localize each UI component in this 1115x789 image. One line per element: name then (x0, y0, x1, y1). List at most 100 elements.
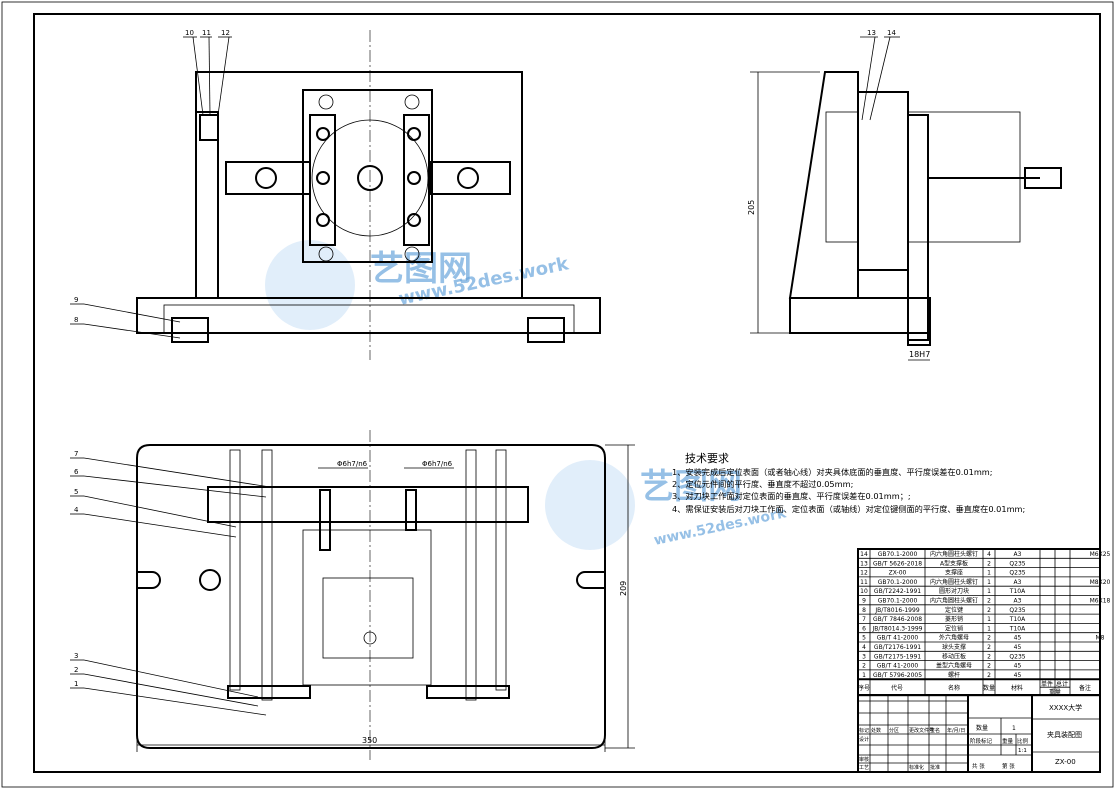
parts-cell: Q235 (1009, 560, 1025, 567)
parts-cell: 支撑座 (945, 569, 963, 577)
leader-2: 2 (74, 666, 78, 674)
leader-10: 10 (185, 29, 194, 37)
design-label: 设计 (859, 736, 869, 743)
leader-11: 11 (202, 29, 211, 37)
parts-cell: A3 (1014, 551, 1022, 558)
parts-cell: Q235 (1009, 570, 1025, 577)
parts-cell: 10 (860, 588, 868, 595)
parts-header-cell: 单件 (1041, 680, 1053, 688)
parts-cell: GB/T2176-1991 (874, 644, 921, 651)
leader-9: 9 (74, 296, 78, 304)
parts-cell: 菱形销 (945, 615, 963, 623)
stage-label: 阶段标记 (970, 737, 993, 745)
parts-cell: GB/T 5796-2005 (873, 672, 922, 679)
tech-req-title: 技术要求 (685, 452, 729, 465)
parts-cell: 14 (860, 551, 868, 558)
parts-cell: 4 (987, 551, 991, 558)
parts-cell: 3 (862, 653, 866, 660)
parts-cell: 2 (987, 672, 991, 679)
parts-cell: 2 (987, 560, 991, 567)
review-label: 审核 (859, 756, 869, 763)
scale-label: 比例 (1017, 737, 1029, 745)
parts-header-cell: 总计 (1056, 680, 1068, 688)
parts-cell: GB70.1-2000 (878, 579, 918, 586)
drawing-number: ZX-00 (1055, 758, 1076, 766)
parts-cell: T10A (1009, 625, 1026, 632)
leader-7: 7 (74, 450, 78, 458)
fit-annotation-2: Φ6h7/n6 (422, 460, 453, 468)
scale-value: 1:1 (1018, 748, 1027, 754)
leader-4: 4 (74, 506, 79, 514)
parts-cell: 螺杆 (948, 671, 960, 679)
parts-cell: 12 (860, 570, 868, 577)
parts-header-cell: 名称 (948, 684, 960, 692)
fit-annotation-1: Φ6h7/n6 (337, 460, 368, 468)
parts-cell: 2 (987, 607, 991, 614)
parts-cell: 外六角螺母 (939, 634, 969, 642)
approve-label: 批准 (930, 764, 940, 771)
parts-header-cell: 材料 (1011, 684, 1023, 692)
parts-cell: 2 (987, 663, 991, 670)
leader-8: 8 (74, 316, 78, 324)
parts-cell: Q235 (1009, 653, 1025, 660)
tech-req-item: 3、对刀块工作面对定位表面的垂直度、平行度误差在0.01mm；; (672, 491, 911, 501)
dim-18h7: 18H7 (909, 350, 930, 359)
tech-req-item: 4、需保证安装后对刀块工作面、定位表面（或轴线）对定位键侧面的平行度、垂直度在0… (672, 504, 1025, 514)
leader-13: 13 (867, 29, 876, 37)
parts-cell: 移动压板 (942, 652, 966, 660)
parts-cell: A3 (1014, 579, 1022, 586)
parts-cell: 6 (862, 625, 866, 632)
parts-cell: 圆形对刀块 (939, 587, 969, 595)
dim-209: 209 (619, 581, 628, 596)
quantity-label: 数量 (976, 724, 988, 732)
parts-header-cell: 序号 (858, 684, 870, 692)
tech-req-item: 2、定位元件间的平行度、垂直度不超过0.05mm; (672, 479, 853, 489)
parts-header-cell: 数量 (983, 684, 995, 692)
parts-cell: Q235 (1009, 607, 1025, 614)
leader-6: 6 (74, 468, 79, 476)
parts-cell: 2 (987, 644, 991, 651)
parts-cell: 45 (1014, 635, 1022, 642)
parts-header-cell: 重量 (1049, 688, 1061, 696)
parts-cell: 1 (987, 625, 991, 632)
parts-cell: A3 (1014, 598, 1022, 605)
parts-cell: 11 (860, 579, 868, 586)
parts-cell: A型支撑板 (940, 559, 968, 567)
parts-cell: 定位销 (945, 624, 963, 632)
parts-cell: GB/T 7846-2008 (873, 616, 922, 623)
count-label: 处数 (871, 727, 881, 734)
quantity-value: 1 (1012, 725, 1016, 732)
parts-cell: 2 (987, 598, 991, 605)
top-view: 350 209 Φ6h7/n6 Φ6h7/n6 (136, 430, 635, 760)
parts-cell: GB70.1-2000 (878, 598, 918, 605)
front-view (136, 30, 601, 360)
parts-cell: 1 (987, 588, 991, 595)
parts-cell: 1 (987, 579, 991, 586)
university-name: XXXX大学 (1049, 703, 1082, 712)
dim-205: 205 (747, 200, 756, 215)
zone-label: 分区 (889, 727, 899, 734)
watermark-text-2: 艺图网 (640, 467, 742, 507)
leader-1: 1 (74, 680, 78, 688)
parts-cell: 4 (862, 644, 866, 651)
parts-cell: JB/T8016-1999 (874, 607, 919, 614)
parts-cell: T10A (1009, 588, 1026, 595)
front-leaders: 10 11 12 9 8 (70, 29, 232, 339)
leader-12: 12 (221, 29, 230, 37)
parts-cell: 1 (987, 570, 991, 577)
parts-cell: 45 (1014, 663, 1022, 670)
parts-header-cell: 备注 (1079, 684, 1091, 692)
drawing-name: 夹具装配图 (1047, 730, 1082, 739)
